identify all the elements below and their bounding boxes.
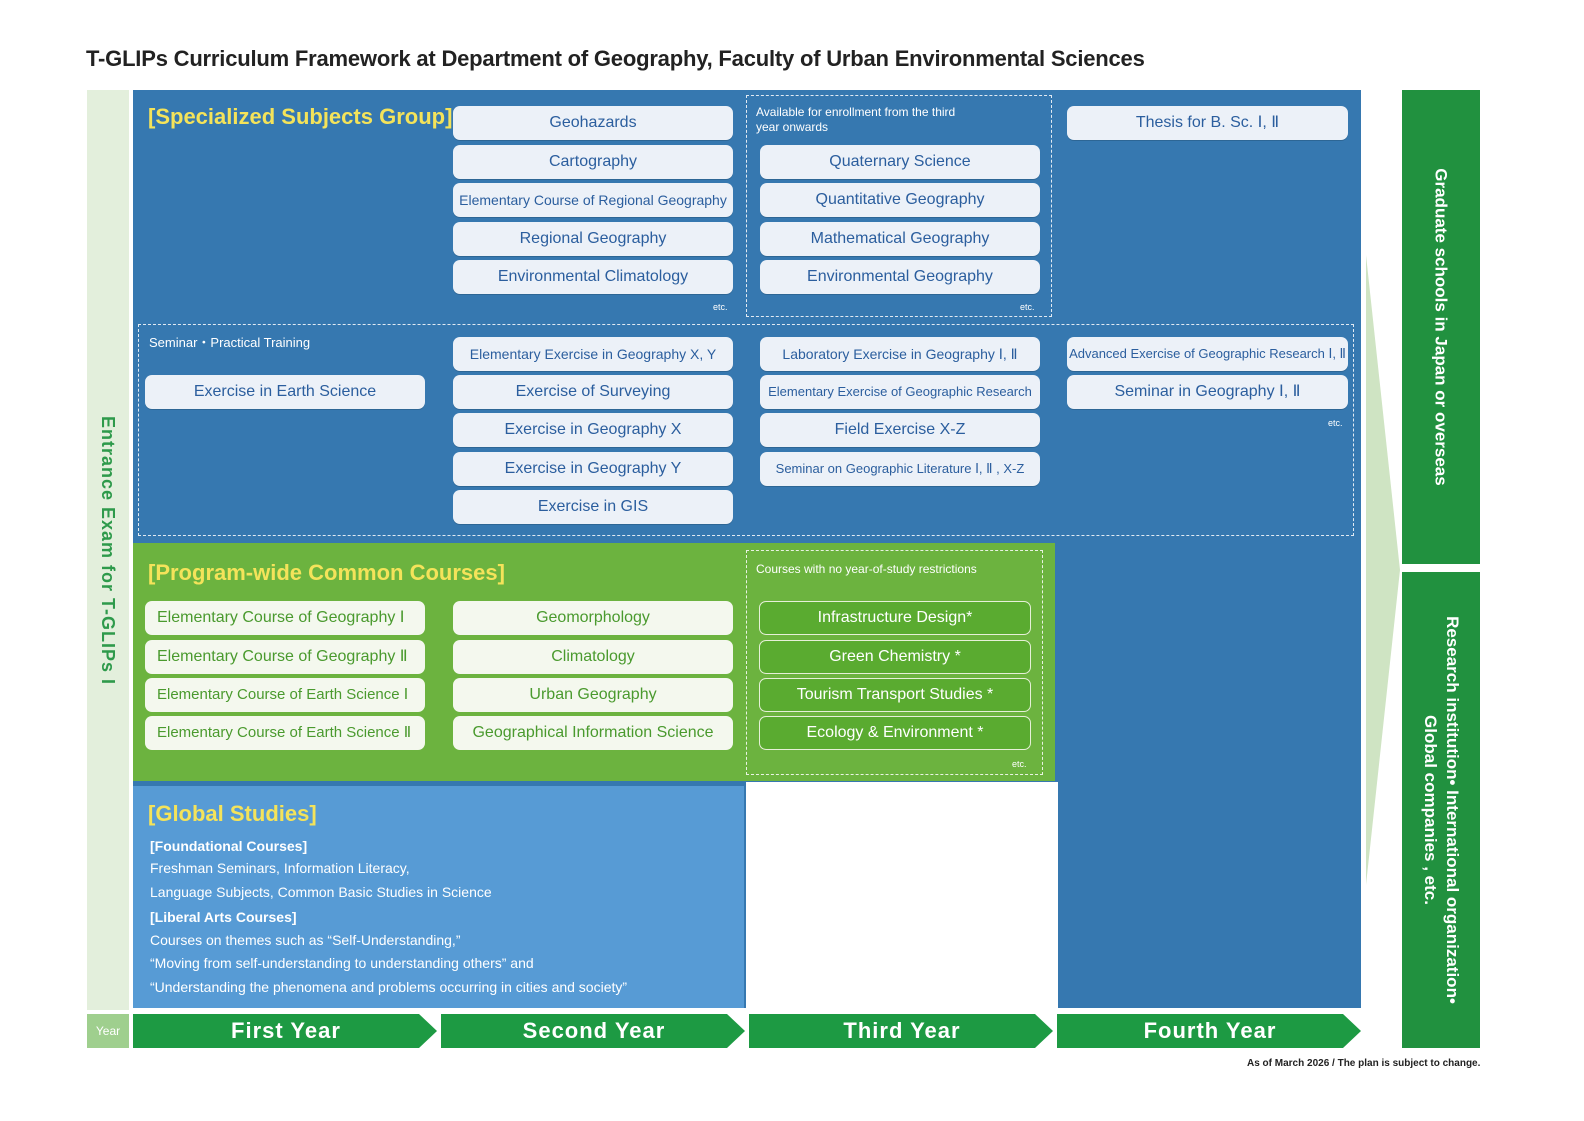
progression-arrow <box>1366 255 1400 885</box>
course-elementary-earth-science-1: Elementary Course of Earth Science Ⅰ <box>145 678 425 712</box>
etc-label: etc. <box>1328 418 1343 428</box>
liberal-arts-heading: [Liberal Arts Courses] <box>150 909 297 925</box>
course-thesis: Thesis for B. Sc. Ⅰ, Ⅱ <box>1067 106 1348 140</box>
no-year-restriction-box <box>746 550 1043 775</box>
course-geographical-information-science: Geographical Information Science <box>453 716 733 750</box>
course-advanced-exercise-geographic-research: Advanced Exercise of Geographic Research… <box>1067 337 1348 371</box>
empty-third-year-area <box>746 782 1058 1012</box>
course-elementary-earth-science-2: Elementary Course of Earth Science Ⅱ <box>145 716 425 750</box>
year-fourth: Fourth Year <box>1057 1014 1363 1048</box>
third-year-enrollment-box <box>746 95 1052 317</box>
etc-label: etc. <box>1020 302 1035 312</box>
year-arrow-shape <box>1057 1014 1361 1048</box>
course-geohazards: Geohazards <box>453 106 733 140</box>
course-geomorphology: Geomorphology <box>453 601 733 635</box>
course-exercise-earth-science: Exercise in Earth Science <box>145 375 425 409</box>
global-studies-title: [Global Studies] <box>148 801 317 826</box>
seminar-practical-training-box <box>138 324 1354 536</box>
seminar-practical-training-label: Seminar・Practical Training <box>149 335 311 350</box>
course-laboratory-exercise-geography: Laboratory Exercise in Geography Ⅰ, Ⅱ <box>760 337 1040 371</box>
course-quaternary-science: Quaternary Science <box>760 145 1040 179</box>
no-year-restriction-note: Courses with no year-of-study restrictio… <box>756 562 977 576</box>
entrance-exam-label: Entrance Exam for T-GLIPs I <box>98 415 119 685</box>
specialized-subjects-title: [Specialized Subjects Group] <box>148 104 453 129</box>
year-tag: Year <box>87 1014 129 1048</box>
course-environmental-geography: Environmental Geography <box>760 260 1040 294</box>
course-elementary-exercise-geography-xy: Elementary Exercise in Geography X, Y <box>453 337 733 371</box>
course-cartography: Cartography <box>453 145 733 179</box>
year-arrow-shape <box>441 1014 745 1048</box>
outcome-research-institutions: Research institution• International orga… <box>1402 572 1480 1048</box>
course-elementary-geography-1: Elementary Course of Geography Ⅰ <box>145 601 425 635</box>
footnote: As of March 2026 / The plan is subject t… <box>1247 1058 1481 1069</box>
course-climatology: Climatology <box>453 640 733 674</box>
etc-label: etc. <box>1012 759 1027 769</box>
page-title: T-GLIPs Curriculum Framework at Departme… <box>86 46 1145 71</box>
liberal-arts-line: Courses on themes such as “Self-Understa… <box>150 932 461 948</box>
course-tourism-transport-studies: Tourism Transport Studies * <box>759 678 1031 712</box>
course-seminar-in-geography: Seminar in Geography Ⅰ, Ⅱ <box>1067 375 1348 409</box>
course-infrastructure-design: Infrastructure Design* <box>759 601 1031 635</box>
outcome-graduate-schools: Graduate schools in Japan or overseas <box>1402 90 1480 564</box>
third-year-enrollment-note: Available for enrollment from the third … <box>756 105 956 134</box>
course-field-exercise: Field Exercise X-Z <box>760 413 1040 447</box>
course-exercise-geography-y: Exercise in Geography Y <box>453 452 733 486</box>
course-elementary-exercise-geographic-research: Elementary Exercise of Geographic Resear… <box>760 375 1040 409</box>
year-third: Third Year <box>749 1014 1055 1048</box>
course-exercise-gis: Exercise in GIS <box>453 490 733 524</box>
common-courses-title: [Program-wide Common Courses] <box>148 560 505 585</box>
liberal-arts-line: “Understanding the phenomena and problem… <box>150 979 628 995</box>
year-first: First Year <box>133 1014 439 1048</box>
course-seminar-geographic-literature: Seminar on Geographic Literature Ⅰ, Ⅱ , … <box>760 452 1040 486</box>
course-elementary-geography-2: Elementary Course of Geography Ⅱ <box>145 640 425 674</box>
year-arrow-shape <box>749 1014 1053 1048</box>
foundational-courses-line: Freshman Seminars, Information Literacy, <box>150 860 410 876</box>
course-exercise-surveying: Exercise of Surveying <box>453 375 733 409</box>
course-exercise-geography-x: Exercise in Geography X <box>453 413 733 447</box>
course-urban-geography: Urban Geography <box>453 678 733 712</box>
course-environmental-climatology: Environmental Climatology <box>453 260 733 294</box>
course-regional-geography: Regional Geography <box>453 222 733 256</box>
course-mathematical-geography: Mathematical Geography <box>760 222 1040 256</box>
foundational-courses-line: Language Subjects, Common Basic Studies … <box>150 884 492 900</box>
entrance-exam-bar <box>87 90 129 1010</box>
liberal-arts-line: “Moving from self-understanding to under… <box>150 955 534 971</box>
etc-label: etc. <box>713 302 728 312</box>
year-second: Second Year <box>441 1014 747 1048</box>
course-ecology-environment: Ecology & Environment * <box>759 716 1031 750</box>
course-quantitative-geography: Quantitative Geography <box>760 183 1040 217</box>
global-studies-area <box>133 786 744 1008</box>
course-green-chemistry: Green Chemistry * <box>759 640 1031 674</box>
foundational-courses-heading: [Foundational Courses] <box>150 838 308 854</box>
year-arrow-shape <box>133 1014 437 1048</box>
course-elementary-regional-geography: Elementary Course of Regional Geography <box>453 183 733 217</box>
